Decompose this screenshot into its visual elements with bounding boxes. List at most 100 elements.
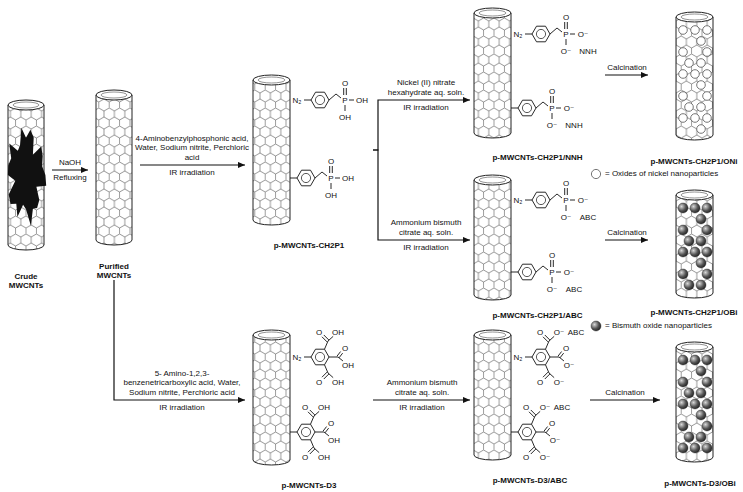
caption-group: Crude MWCNTs bbox=[0, 272, 52, 290]
nickel-oxide-particle bbox=[691, 70, 700, 79]
bond bbox=[345, 105, 346, 111]
bismuth-oxide-particle bbox=[702, 377, 712, 387]
nanotube-inner-wall bbox=[681, 344, 708, 350]
stage-caption: Crude MWCNTs bbox=[0, 272, 52, 290]
structure-label: NNH bbox=[565, 121, 582, 130]
aromatic-circle bbox=[536, 352, 545, 361]
bismuth-oxide-particle bbox=[690, 443, 700, 453]
bond bbox=[511, 108, 518, 109]
bond bbox=[545, 374, 550, 379]
aromatic-circle bbox=[536, 195, 545, 204]
nickel-oxide-particle bbox=[685, 103, 694, 112]
bond bbox=[525, 34, 532, 35]
structure-label: O bbox=[316, 328, 322, 337]
bismuth-oxide-particle bbox=[702, 355, 712, 365]
nanotube-inner-wall bbox=[479, 10, 506, 16]
bond bbox=[332, 166, 333, 173]
product-stage: p-MWCNTs-CH2P1 bbox=[245, 70, 373, 250]
bond bbox=[339, 353, 343, 358]
structure-label: O bbox=[537, 328, 543, 337]
structure-label: OH bbox=[318, 453, 330, 462]
nanotube-end bbox=[474, 175, 511, 185]
bond bbox=[550, 357, 559, 358]
nanotube-end bbox=[474, 330, 511, 340]
structure-label: P bbox=[549, 268, 554, 277]
bond bbox=[570, 200, 575, 201]
bond bbox=[558, 352, 562, 357]
structure-label: O⁻ bbox=[554, 378, 564, 387]
bond bbox=[322, 337, 327, 342]
bond bbox=[325, 365, 329, 373]
structure-label: O bbox=[523, 403, 529, 412]
bond bbox=[346, 88, 347, 95]
nanotube-body bbox=[253, 335, 290, 465]
structure-label: O bbox=[328, 157, 334, 166]
bond bbox=[536, 432, 545, 433]
bismuth-oxide-particle bbox=[702, 421, 712, 431]
bond bbox=[545, 432, 550, 436]
nickel-oxide-particle bbox=[697, 37, 706, 46]
nanotube-end bbox=[253, 330, 290, 340]
reaction-arrow bbox=[605, 239, 648, 240]
structure-label: O⁻ bbox=[561, 47, 571, 56]
bond bbox=[553, 96, 554, 103]
structure-label: P bbox=[328, 174, 333, 183]
bond bbox=[550, 194, 557, 200]
structure-label: N₂ bbox=[293, 353, 302, 362]
bismuth-oxide-particle bbox=[684, 280, 694, 290]
condition-label: IR irradiation bbox=[403, 243, 448, 252]
bismuth-oxide-particle bbox=[678, 377, 688, 387]
reaction-arrow bbox=[590, 399, 660, 400]
aromatic-circle bbox=[315, 95, 324, 104]
bond bbox=[564, 22, 565, 29]
structure-label: O bbox=[302, 403, 308, 412]
reaction-arrow bbox=[373, 150, 470, 240]
bond bbox=[566, 205, 567, 211]
structure-label: O bbox=[549, 87, 555, 96]
product-stage: p-MWCNTs-CH2P1/OBi bbox=[648, 185, 740, 317]
structure-label: O bbox=[563, 13, 569, 22]
aromatic-circle bbox=[301, 427, 310, 436]
bond bbox=[338, 357, 343, 361]
bond bbox=[328, 336, 333, 341]
nickel-oxide-particle bbox=[703, 114, 712, 123]
structure-label: O⁻ bbox=[578, 30, 588, 39]
structure-label: N₂ bbox=[514, 353, 523, 362]
bismuth-oxide-particle bbox=[690, 203, 700, 213]
nickel-oxide-particle bbox=[697, 125, 706, 134]
bond bbox=[311, 440, 315, 448]
structure-label: O⁻ bbox=[578, 196, 588, 205]
bond bbox=[550, 28, 557, 34]
bond bbox=[567, 188, 568, 195]
bond bbox=[328, 373, 333, 378]
bismuth-oxide-particle bbox=[684, 236, 694, 246]
structure-label: O⁻ bbox=[554, 328, 564, 337]
nickel-oxide-particle bbox=[703, 48, 712, 57]
bismuth-oxide-particle bbox=[678, 443, 688, 453]
stage-caption: p-MWCNTs-CH2P1/OBi bbox=[648, 308, 740, 317]
bond bbox=[536, 102, 543, 108]
bond bbox=[556, 108, 561, 109]
nanotube-inner-wall bbox=[681, 192, 708, 198]
bond bbox=[549, 373, 554, 378]
nanotube-body bbox=[676, 17, 713, 140]
caption-group: p-MWCNTs-CH2P1/NNH bbox=[470, 153, 605, 162]
nickel-oxide-particle bbox=[703, 70, 712, 79]
benzene-ring bbox=[532, 192, 550, 208]
stage-caption: p-MWCNTs-CH2P1 bbox=[245, 241, 373, 250]
structure-label: O bbox=[549, 251, 555, 260]
bond bbox=[570, 34, 575, 35]
stage-caption: p-MWCNTs-D3/OBi bbox=[660, 479, 740, 488]
product-stage: p-MWCNTs-D3/ABC bbox=[470, 325, 590, 485]
product-stage: p-MWCNTs-CH2P1/NNH bbox=[470, 2, 605, 162]
structure-label: O⁻ bbox=[540, 403, 550, 412]
structure-label: O bbox=[302, 453, 308, 462]
stage-caption: p-MWCNTs-D3/ABC bbox=[470, 476, 590, 485]
nickel-oxide-particle bbox=[679, 70, 688, 79]
structure-label: P bbox=[563, 30, 568, 39]
bond bbox=[311, 416, 315, 424]
bond bbox=[543, 337, 548, 342]
product-stage: p-MWCNTs-CH2P1/ABC bbox=[470, 168, 605, 320]
stage-caption: p-MWCNTs-CH2P1/NNH bbox=[470, 153, 605, 162]
